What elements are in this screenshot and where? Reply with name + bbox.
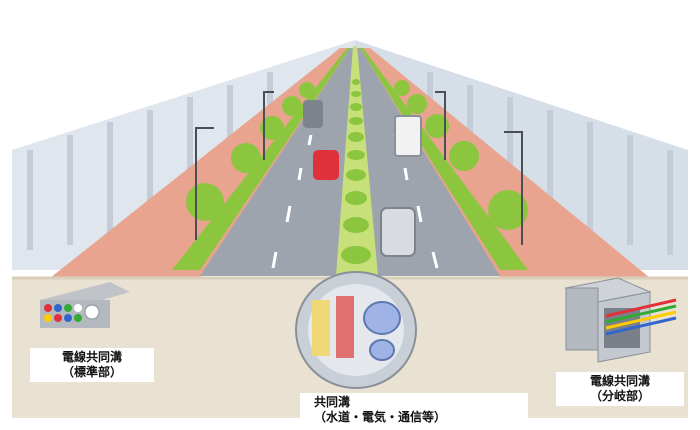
common-utility-tunnel: [295, 271, 417, 389]
red-car: [313, 150, 339, 180]
gray-van: [303, 100, 323, 128]
left-sidewalk: [50, 48, 350, 278]
branch-section-label: 電線共同溝 （分岐部）: [556, 372, 684, 406]
silver-car: [380, 207, 416, 257]
common-tunnel-label-sub: （水道・電気・通信等）: [314, 410, 447, 424]
branch-section-box: [564, 277, 677, 363]
standard-section-conduits: [40, 282, 130, 328]
median-strip: [336, 46, 378, 276]
common-tunnel-label-title: 共同溝: [314, 395, 351, 409]
standard-section-label-title: 電線共同溝: [61, 350, 122, 364]
standard-section-label-sub: （標準部）: [61, 365, 122, 379]
branch-section-label-sub: （分岐部）: [589, 389, 650, 403]
right-trees: [394, 80, 528, 230]
common-tunnel-label: 共同溝 （水道・電気・通信等）: [300, 393, 528, 427]
right-sidewalk: [360, 48, 650, 278]
white-truck: [394, 115, 422, 157]
standard-section-label: 電線共同溝 （標準部）: [30, 348, 154, 382]
branch-section-label-title: 電線共同溝: [589, 374, 650, 388]
median-shrubs: [341, 79, 371, 264]
street-lights: [195, 91, 523, 245]
